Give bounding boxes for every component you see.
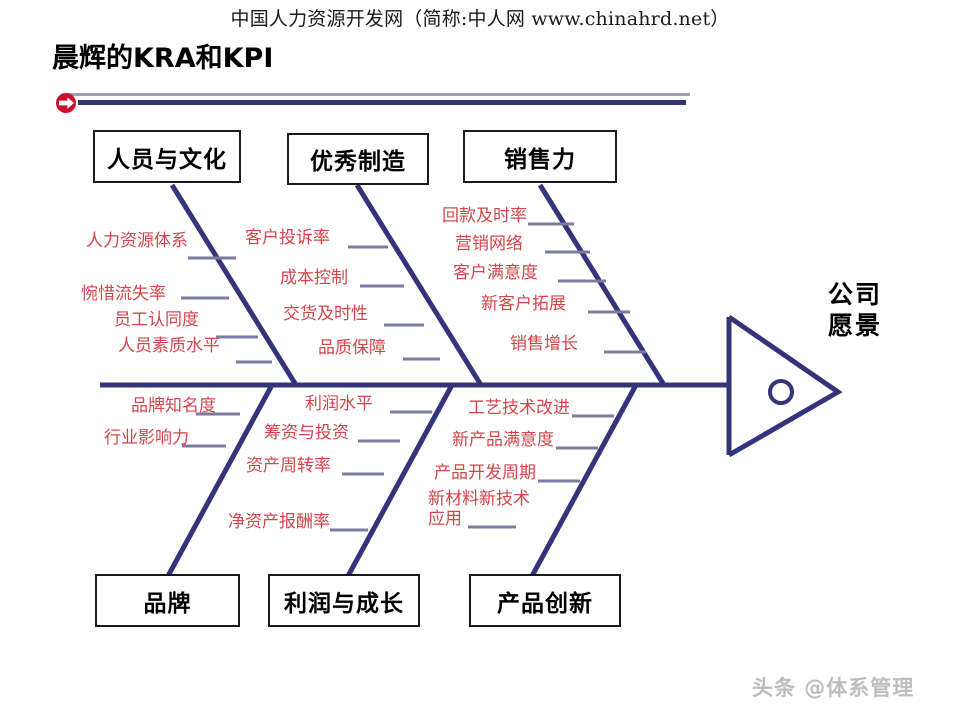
cause-label: 工艺技术改进	[468, 398, 570, 418]
cause-label: 品质保障	[318, 338, 386, 358]
branch-people-culture	[169, 183, 299, 387]
cause-label: 行业影响力	[104, 428, 189, 448]
vision-label-line1: 公司	[827, 280, 882, 309]
category-label: 人员与文化	[107, 146, 227, 173]
arrow-bullet-icon	[55, 92, 77, 114]
category-box-excellent-manufacturing[interactable]: 优秀制造	[287, 133, 429, 185]
branch-product-innovation	[529, 383, 639, 578]
page-title: 晨辉的KRA和KPI	[52, 43, 274, 74]
cause-label: 新产品满意度	[452, 430, 554, 450]
head-triangle	[727, 314, 843, 458]
title-rule-thick	[78, 100, 686, 105]
cause-label: 产品开发周期	[434, 463, 536, 483]
cause-label: 筹资与投资	[264, 423, 349, 443]
category-box-people-culture[interactable]: 人员与文化	[93, 130, 241, 183]
category-box-sales-power[interactable]: 销售力	[463, 130, 617, 183]
site-watermark-top: 中国人力资源开发网（简称:中人网 www.chinahrd.net）	[230, 8, 730, 30]
cause-label: 净资产报酬率	[228, 512, 330, 532]
category-label: 产品创新	[497, 590, 593, 617]
vision-label-line2: 愿景	[827, 310, 882, 340]
cause-label: 新材料新技术应用	[428, 489, 530, 530]
category-box-brand[interactable]: 品牌	[95, 574, 240, 627]
author-watermark: 头条 @体系管理	[752, 676, 915, 700]
cause-label: 客户满意度	[453, 263, 538, 283]
cause-label: 人员素质水平	[118, 336, 220, 356]
cause-label: 营销网络	[455, 234, 523, 254]
cause-label: 人力资源体系	[86, 231, 188, 251]
category-label: 销售力	[504, 146, 576, 173]
cause-label: 品牌知名度	[131, 396, 216, 416]
branch-brand	[165, 383, 275, 578]
cause-label: 资产周转率	[246, 456, 331, 476]
cause-label: 交货及时性	[283, 304, 368, 324]
cause-label: 客户投诉率	[245, 228, 330, 248]
category-box-product-innovation[interactable]: 产品创新	[469, 574, 621, 627]
cause-label: 惋惜流失率	[81, 284, 166, 304]
category-label: 品牌	[143, 590, 192, 617]
branch-excellent-manufacturing	[354, 183, 484, 387]
title-rule-thin	[62, 93, 690, 96]
branch-sales-power	[537, 183, 667, 387]
vision-label: 公司 愿景	[795, 280, 915, 341]
cause-label: 回款及时率	[442, 206, 527, 226]
category-box-profit-growth[interactable]: 利润与成长	[268, 574, 420, 627]
head-eye-icon	[768, 379, 794, 405]
cause-label: 员工认同度	[114, 310, 199, 330]
branch-profit-growth	[345, 383, 455, 578]
cause-label: 销售增长	[510, 334, 578, 354]
cause-label: 利润水平	[305, 394, 373, 414]
category-label: 优秀制造	[310, 149, 406, 175]
cause-label: 成本控制	[280, 268, 348, 288]
category-label: 利润与成长	[284, 590, 404, 617]
cause-label: 新客户拓展	[481, 294, 566, 314]
